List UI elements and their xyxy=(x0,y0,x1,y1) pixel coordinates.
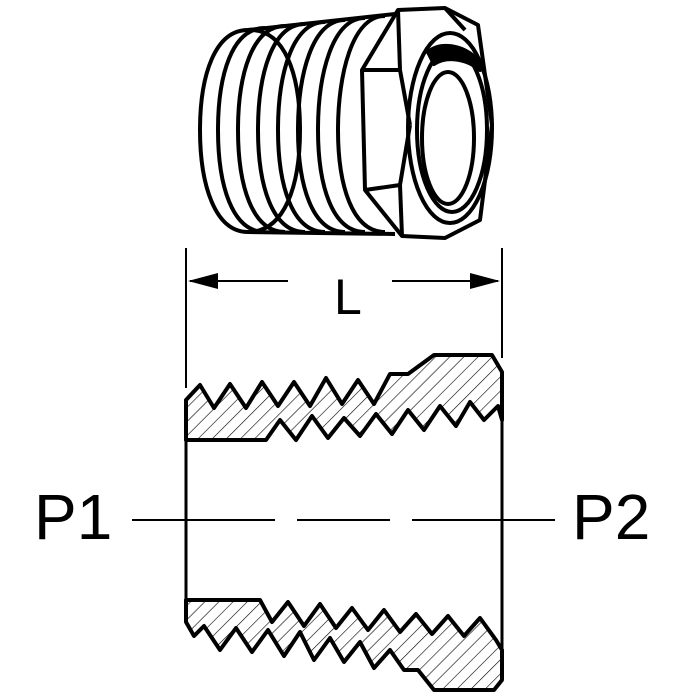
port-1-label: P1 xyxy=(34,481,113,553)
external-thread-rings xyxy=(198,12,396,236)
cross-section-view xyxy=(184,353,504,692)
upper-wall-section xyxy=(184,353,504,442)
length-label: L xyxy=(334,269,362,325)
isometric-view xyxy=(198,6,494,240)
lower-wall-section xyxy=(184,598,504,692)
hex-nut xyxy=(360,6,494,240)
dimension-l xyxy=(185,248,503,388)
port-2-label: P2 xyxy=(572,481,651,553)
internal-bore xyxy=(406,31,494,225)
